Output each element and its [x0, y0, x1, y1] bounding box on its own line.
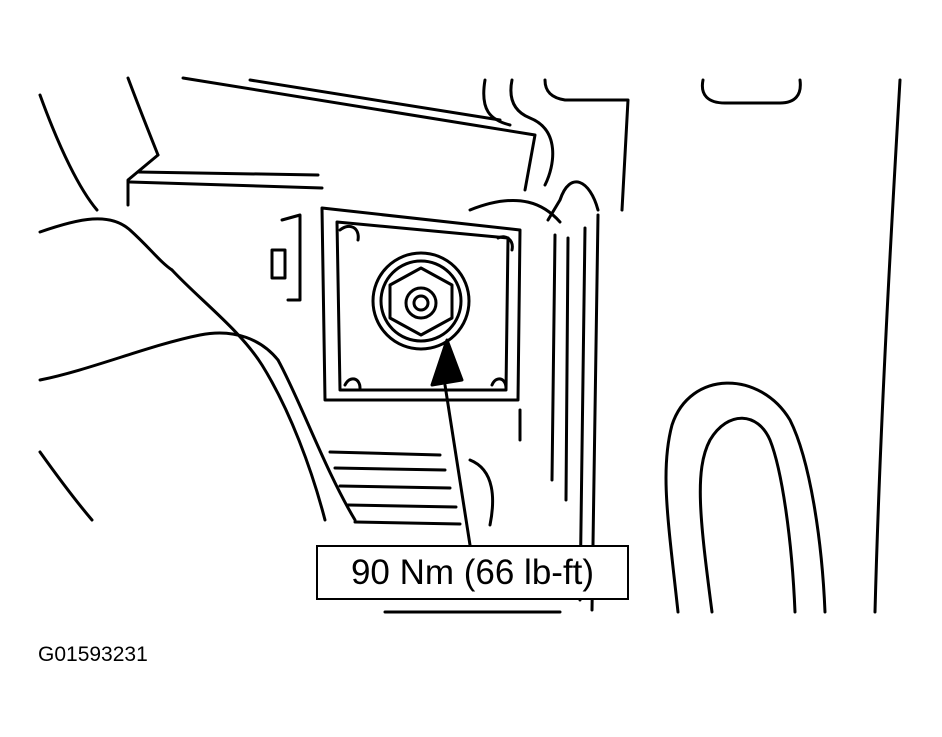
mount-bolt	[371, 251, 471, 351]
leader-arrow	[430, 338, 472, 547]
lower-rib-lines	[328, 408, 562, 614]
right-frame-rail	[664, 78, 902, 614]
figure-id-label: G01593231	[38, 643, 148, 666]
torque-spec-text: 90 Nm (66 lb-ft)	[350, 552, 595, 592]
engine-mount-bracket	[126, 76, 630, 612]
left-body-contours	[38, 76, 357, 522]
torque-spec-callout: 90 Nm (66 lb-ft)	[316, 545, 629, 600]
